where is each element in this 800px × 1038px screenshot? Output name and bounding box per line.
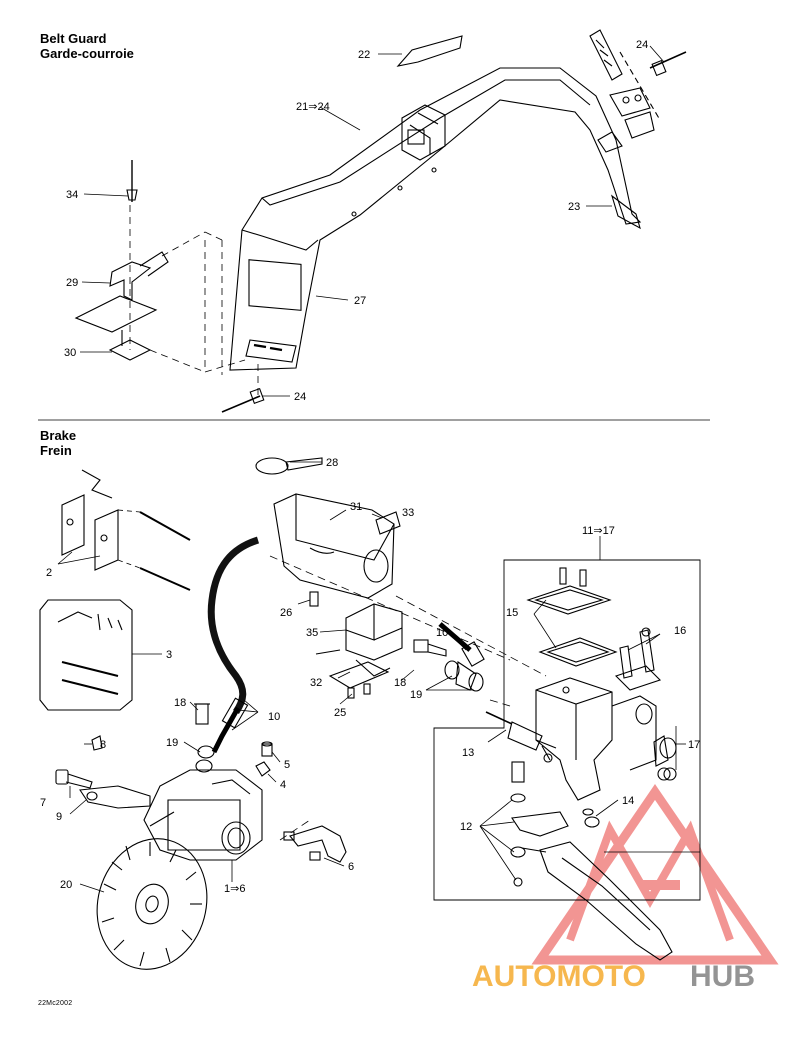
callout-29: 29 bbox=[66, 277, 78, 289]
reservoir-lid-15 bbox=[526, 567, 612, 615]
lever-pivot-12 bbox=[510, 761, 569, 887]
brake-pad-6 bbox=[283, 825, 347, 863]
reservoir-gasket bbox=[538, 637, 618, 667]
callout-10-top: 10 bbox=[436, 627, 448, 639]
belt-guard-title-en: Belt Guard bbox=[40, 31, 107, 46]
brake-leader-lines bbox=[57, 461, 686, 893]
callout-18-left: 18 bbox=[174, 697, 186, 709]
clip-29 bbox=[109, 251, 169, 301]
bolt-7 bbox=[55, 769, 93, 789]
callout-1-6: 1⇒6 bbox=[224, 883, 245, 895]
belt-guard-part-27 bbox=[229, 67, 642, 371]
callout-14: 14 bbox=[622, 795, 634, 807]
callout-18-top: 18 bbox=[394, 677, 406, 689]
callout-16: 16 bbox=[674, 625, 686, 637]
callout-33: 33 bbox=[402, 507, 414, 519]
pin-kit-box-3 bbox=[39, 599, 162, 711]
cable-tie-28 bbox=[255, 457, 323, 475]
callout-11-17: 11⇒17 bbox=[582, 525, 615, 537]
callout-34: 34 bbox=[66, 189, 78, 201]
diagram-code: 22Mc2002 bbox=[38, 1000, 73, 1007]
watermark-part1: AUTOMOTO bbox=[472, 960, 646, 993]
rivet-34 bbox=[126, 160, 138, 202]
callout-21-24: 21⇒24 bbox=[296, 101, 330, 113]
washers-19-top bbox=[444, 660, 484, 692]
clamp-screws-16 bbox=[614, 627, 662, 691]
belt-guard-leader-lines bbox=[80, 45, 665, 397]
belt-guard-title-fr: Garde-courroie bbox=[40, 46, 134, 61]
reservoir-cover-31 bbox=[273, 493, 395, 599]
callout-35: 35 bbox=[306, 627, 318, 639]
piston-13 bbox=[485, 711, 557, 763]
callout-3: 3 bbox=[166, 649, 172, 661]
nut-4 bbox=[255, 761, 271, 777]
brake-disc-20 bbox=[96, 838, 208, 970]
callout-10-left: 10 bbox=[268, 711, 280, 723]
callout-26: 26 bbox=[280, 607, 292, 619]
watermark-part2: HUB bbox=[690, 960, 755, 993]
rivet-24-bottom bbox=[221, 387, 265, 413]
callout-9: 9 bbox=[56, 811, 62, 823]
callout-23: 23 bbox=[568, 201, 580, 213]
bleeder-8 bbox=[91, 735, 103, 751]
callout-20: 20 bbox=[60, 879, 72, 891]
callout-24-top: 24 bbox=[636, 39, 648, 51]
belt-guard-title: Belt Guard Garde-courroie bbox=[40, 31, 134, 61]
screws-25 bbox=[347, 683, 371, 699]
callout-32: 32 bbox=[310, 677, 322, 689]
callout-27: 27 bbox=[354, 295, 366, 307]
belt-guard-dashed-leaders bbox=[129, 205, 259, 395]
callout-7: 7 bbox=[40, 797, 46, 809]
cap-5 bbox=[261, 741, 273, 757]
callout-15: 15 bbox=[506, 607, 518, 619]
banjo-bolt-18-left bbox=[194, 703, 210, 725]
brake-dashed-leaders bbox=[269, 555, 547, 841]
callout-19-left: 19 bbox=[166, 737, 178, 749]
callout-2: 2 bbox=[46, 567, 52, 579]
watermark-text: AUTOMOTO HUB bbox=[472, 960, 755, 993]
brake-title-en: Brake bbox=[40, 428, 77, 443]
rivet-24-top bbox=[649, 51, 687, 77]
callout-30: 30 bbox=[64, 347, 76, 359]
caliper-1 bbox=[143, 769, 263, 861]
pad-30 bbox=[74, 295, 158, 361]
callout-13: 13 bbox=[462, 747, 474, 759]
callout-28: 28 bbox=[326, 457, 338, 469]
callout-17: 17 bbox=[688, 739, 700, 751]
callout-31: 31 bbox=[350, 501, 362, 513]
master-cylinder-box bbox=[433, 536, 701, 901]
callout-5: 5 bbox=[284, 759, 290, 771]
decal-22 bbox=[396, 35, 463, 67]
master-cylinder-body bbox=[535, 677, 657, 801]
callout-6: 6 bbox=[348, 861, 354, 873]
callout-19-top: 19 bbox=[410, 689, 422, 701]
pad-hardware-2 bbox=[61, 469, 191, 591]
watermark-logo bbox=[531, 784, 779, 965]
fastener-assembly-top-right bbox=[589, 29, 661, 139]
callout-4: 4 bbox=[280, 779, 286, 791]
hose-end-10-top bbox=[438, 622, 485, 667]
callout-24-bottom: 24 bbox=[294, 391, 306, 403]
brake-lever bbox=[539, 841, 673, 961]
screw-26 bbox=[309, 591, 319, 607]
washer-19-left bbox=[195, 745, 215, 773]
belt-guard-bracket-23 bbox=[597, 131, 641, 230]
decal-33 bbox=[375, 511, 401, 535]
callout-25: 25 bbox=[334, 707, 346, 719]
bracket-9 bbox=[79, 785, 151, 809]
brake-title-fr: Frein bbox=[40, 443, 72, 458]
banjo-bolt-18-top bbox=[413, 639, 447, 657]
seal-14 bbox=[582, 808, 600, 828]
brake-title: Brake Frein bbox=[40, 428, 76, 458]
bushing-17 bbox=[653, 735, 677, 781]
callout-12: 12 bbox=[460, 821, 472, 833]
bracket-32 bbox=[328, 661, 390, 689]
callout-22: 22 bbox=[358, 49, 370, 61]
callout-8: 8 bbox=[100, 739, 106, 751]
brake-hose-10 bbox=[207, 536, 260, 754]
